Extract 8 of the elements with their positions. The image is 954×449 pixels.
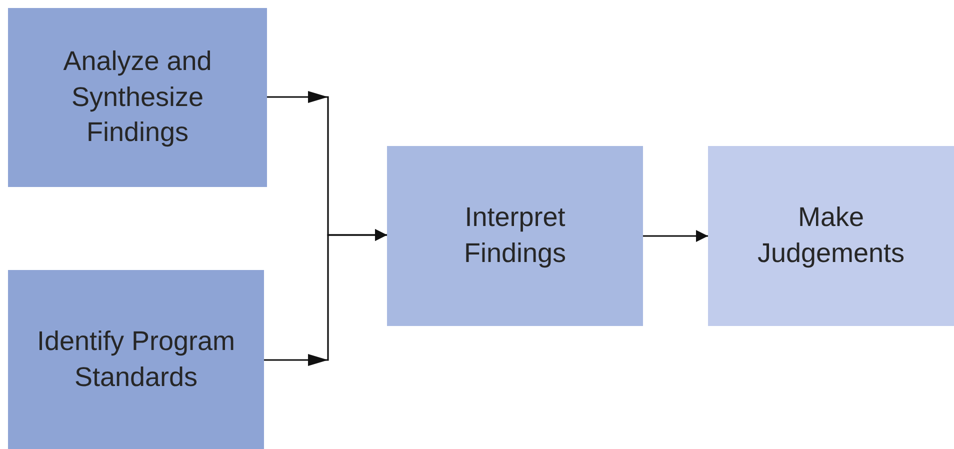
box-label: Make Judgements xyxy=(756,201,906,270)
box-label: Interpret Findings xyxy=(462,201,568,270)
box-label: Analyze and Synthesize Findings xyxy=(62,45,213,150)
process-box xyxy=(708,146,954,326)
process-box xyxy=(387,146,643,326)
process-box xyxy=(8,270,264,449)
box-label: Identify Program Standards xyxy=(36,324,236,394)
process-box xyxy=(8,8,267,187)
